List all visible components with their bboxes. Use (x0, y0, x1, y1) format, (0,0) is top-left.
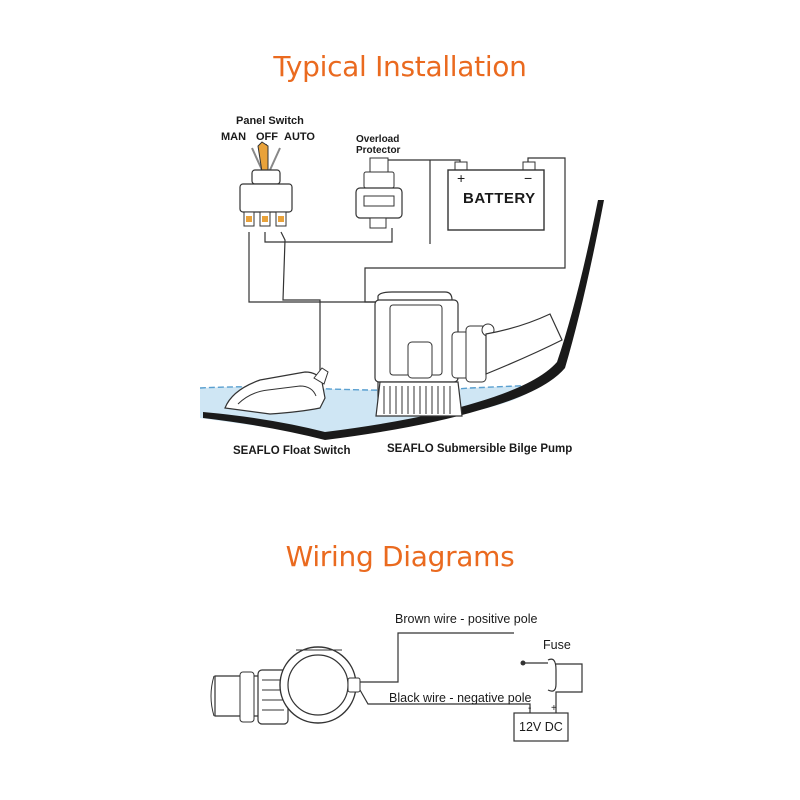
battery-minus: − (524, 170, 533, 186)
dc-minus-label: - (528, 703, 532, 714)
installation-title: Typical Installation (273, 50, 527, 83)
brown-wire-label: Brown wire - positive pole (395, 612, 538, 626)
dc-plus-label: + (551, 703, 557, 714)
battery-plus: + (457, 170, 466, 186)
switch-position-man: MAN (221, 131, 247, 143)
dc-source-label: 12V DC (519, 720, 563, 734)
panel-switch-label: Panel Switch (236, 115, 304, 127)
panel-switch (239, 141, 293, 227)
bilge-pump-label: SEAFLO Submersible Bilge Pump (387, 443, 573, 455)
fuse-label: Fuse (543, 638, 571, 652)
battery-label: BATTERY (463, 190, 536, 207)
wiring-title: Wiring Diagrams (285, 540, 515, 573)
switch-position-auto: AUTO (284, 131, 315, 143)
float-switch (224, 367, 329, 415)
black-wire-label: Black wire - negative pole (389, 691, 532, 705)
overload-protector (355, 157, 403, 229)
overload-protector-label: Overload Protector (356, 134, 400, 156)
switch-position-off: OFF (256, 131, 278, 143)
overload-protector-line-1: Overload (356, 134, 400, 145)
float-switch-label: SEAFLO Float Switch (233, 445, 351, 457)
battery (447, 161, 545, 231)
wiring-diagram (210, 632, 583, 742)
overload-protector-line-2: Protector (356, 145, 401, 156)
bilge-pump (374, 291, 563, 417)
